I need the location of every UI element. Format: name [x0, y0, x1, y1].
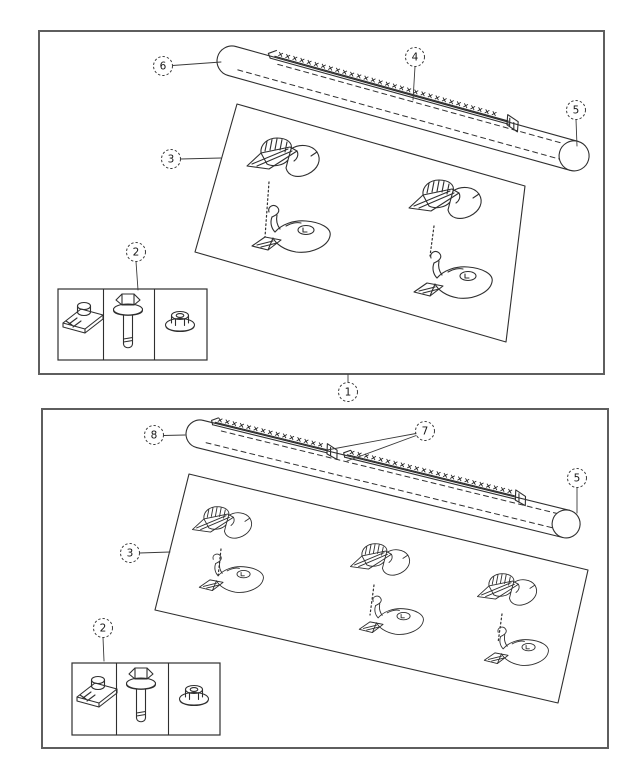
- step-pad-base: [344, 456, 517, 500]
- callout-number: 2: [133, 247, 140, 259]
- callout-5-bottom: 5: [567, 468, 587, 514]
- bracket-pair-3: [477, 573, 549, 666]
- bracket-kit-outline: [194, 103, 526, 343]
- tube-hidden-edge: [205, 442, 559, 530]
- step-pad-end-slot: [518, 493, 520, 503]
- step-pad-left-end: [211, 417, 219, 426]
- leader-line: [139, 551, 171, 554]
- tube-top-edge: [235, 45, 579, 142]
- tube-hidden-edge: [237, 69, 566, 162]
- step-pad-base: [212, 424, 328, 454]
- tube-bottom-edge: [227, 74, 571, 171]
- step-pad-top: [214, 421, 327, 451]
- leader-line: [346, 435, 417, 462]
- step-pad-left-end: [343, 449, 351, 458]
- leader-line: [180, 157, 222, 160]
- callout-circle: [144, 425, 164, 445]
- step-pad-base: [269, 57, 510, 125]
- alignment-line: [369, 584, 375, 616]
- callout-circle: [405, 47, 425, 67]
- callout-number: 6: [160, 61, 167, 73]
- step-pad-end-slot: [509, 117, 511, 128]
- callout-circle: [120, 543, 140, 563]
- callout-circle: [567, 468, 587, 488]
- tube-right-end: [558, 140, 590, 172]
- step-pad-left-end: [267, 49, 277, 59]
- bracket-pair-1: [246, 137, 331, 253]
- step-pad-top: [346, 454, 515, 497]
- callout-6: 6: [153, 56, 222, 76]
- callout-number: 3: [127, 548, 134, 560]
- leader-line: [102, 637, 105, 662]
- callout-number: 1: [345, 387, 352, 399]
- alignment-line: [264, 181, 270, 238]
- callout-5-top: 5: [566, 100, 586, 147]
- callout-circle: [126, 242, 146, 262]
- bracket-pair-1: [192, 506, 264, 593]
- callout-number: 3: [168, 154, 175, 166]
- hardware-kit-box: [71, 662, 221, 736]
- bracket-pair-2: [408, 179, 493, 299]
- callout-circle: [415, 421, 435, 441]
- tube-left-cap: [185, 419, 204, 449]
- callout-number: 8: [151, 430, 158, 442]
- panel-top-kit: ×××××××××××××××××××××××××××××××: [38, 30, 605, 375]
- callout-1-assembly: 1: [338, 374, 358, 402]
- callout-4: 4: [405, 47, 425, 101]
- callout-circle: [153, 56, 173, 76]
- callout-circle: [338, 382, 358, 402]
- tube-hidden-edge: [220, 430, 564, 516]
- step-pad-end-bracket: [326, 443, 338, 460]
- step-pad-top: [274, 55, 509, 122]
- callout-7: 7: [326, 421, 435, 462]
- leader-line: [172, 61, 222, 66]
- leader-line: [163, 434, 186, 436]
- leader-line: [135, 261, 139, 291]
- hardware-kit-box: [57, 288, 208, 361]
- callout-number: 7: [422, 426, 429, 438]
- bracket-kit-outline: [154, 473, 589, 704]
- leader-line: [412, 66, 416, 101]
- callout-number: 5: [574, 473, 581, 485]
- tube-bottom-edge: [196, 447, 564, 539]
- tube-right-end: [551, 509, 581, 539]
- callout-number: 4: [412, 52, 419, 64]
- leader-line: [326, 433, 417, 451]
- callout-3-bottom: 3: [120, 543, 171, 563]
- alignment-line: [429, 225, 435, 257]
- leader-line: [575, 119, 578, 147]
- callout-circle: [566, 100, 586, 120]
- tube-left-cap: [216, 45, 237, 77]
- callout-2-bottom: 2: [93, 618, 113, 662]
- panel-bottom-kit: ××××××××××××××× ×××××××××××××××××××××××: [41, 408, 609, 749]
- callout-2-top: 2: [126, 242, 146, 291]
- alignment-line: [497, 613, 503, 644]
- callout-circle: [93, 618, 113, 638]
- bracket-pair-2: [350, 543, 424, 635]
- callout-circle: [161, 149, 181, 169]
- callout-3-top: 3: [161, 149, 222, 169]
- step-pad-end-bracket: [514, 489, 527, 507]
- callout-number: 2: [100, 623, 107, 635]
- callout-8: 8: [144, 425, 186, 445]
- step-pad-end-bracket: [506, 114, 519, 133]
- callout-number: 5: [573, 105, 580, 117]
- step-pad-end-slot: [513, 121, 515, 131]
- tube-top-edge: [202, 419, 571, 511]
